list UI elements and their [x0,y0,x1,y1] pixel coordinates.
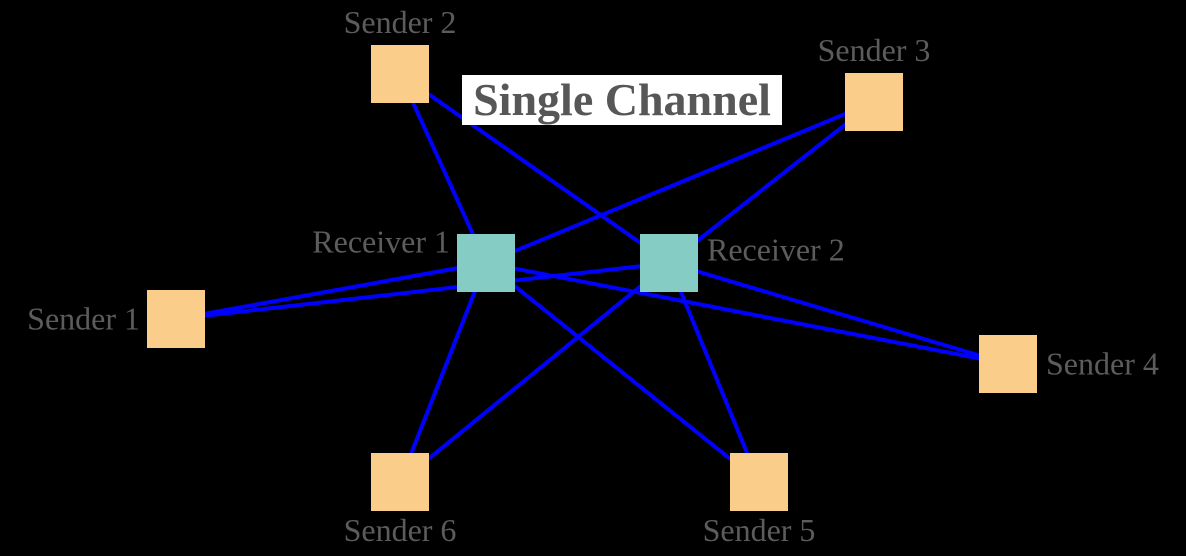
node-sender-2: Sender 2 [344,4,456,103]
node-sender-6: Sender 6 [344,453,456,548]
node-sender-1: Sender 1 [27,290,205,348]
edge-sender-6-receiver-2 [398,261,671,484]
edge-sender-3-receiver-1 [485,100,875,265]
edge-sender-3-receiver-2 [667,100,876,265]
node-sender-3: Sender 3 [818,32,930,131]
node-receiver-2: Receiver 2 [640,232,845,292]
node-label-receiver-2: Receiver 2 [707,231,845,268]
node-sender-5: Sender 5 [703,453,815,548]
edge-sender-1-receiver-1 [175,261,487,321]
diagram-title: Single Channel [462,75,782,125]
node-label-sender-4: Sender 4 [1046,345,1159,382]
edge-sender-1-receiver-2 [175,261,670,321]
node-label-sender-6: Sender 6 [343,512,457,548]
edge-sender-5-receiver-2 [667,262,761,483]
node-receiver-1: Receiver 1 [312,224,515,292]
edge-sender-5-receiver-1 [484,261,761,484]
node-label-receiver-1: Receiver 1 [312,223,450,260]
edge-sender-6-receiver-1 [398,262,488,483]
node-label-sender-3: Sender 3 [817,31,931,68]
node-label-sender-2: Sender 2 [343,3,457,40]
diagram-title-text: Single Channel [473,74,771,125]
edge-sender-2-receiver-1 [398,73,488,264]
node-label-sender-5: Sender 5 [702,512,816,548]
edge-sender-4-receiver-1 [485,261,1009,366]
node-label-sender-1: Sender 1 [27,300,140,337]
edge-sender-4-receiver-2 [668,261,1009,366]
node-sender-4: Sender 4 [979,335,1159,393]
edge-sender-2-receiver-2 [398,72,671,265]
